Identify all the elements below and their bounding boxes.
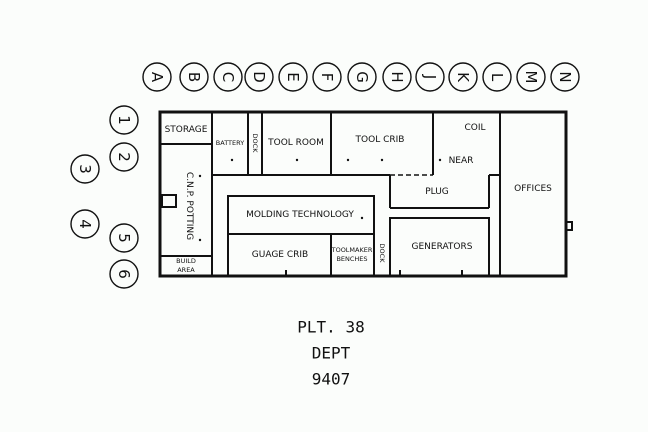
grid-bubble-l: L (482, 62, 512, 92)
room-storage: STORAGE (165, 125, 208, 135)
grid-bubble-2: 2 (109, 142, 139, 172)
room-build-line1: BUILD (176, 257, 196, 265)
grid-bubble-d: D (244, 62, 274, 92)
room-dots (198, 158, 442, 242)
grid-bubble-k: K (448, 62, 478, 92)
grid-bubble-6: 6 (109, 259, 139, 289)
building-outline (158, 110, 568, 278)
row-grid-bubbles: 1 2 3 4 5 6 (70, 105, 139, 289)
room-plug: PLUG (425, 187, 449, 197)
room-generators: GENERATORS (412, 242, 473, 252)
grid-label-1: 1 (115, 115, 133, 125)
room-guage-crib: GUAGE CRIB (252, 250, 308, 260)
grid-label-3: 3 (76, 164, 94, 174)
grid-bubble-c: C (213, 62, 243, 92)
grid-label-a: A (148, 72, 166, 83)
room-tool-room: TOOL ROOM (267, 138, 324, 148)
column-grid-bubbles: A B C D E F G H J K L M N (142, 62, 580, 92)
grid-bubble-f: F (312, 62, 342, 92)
room-dock-upper: DOCK (251, 134, 259, 154)
room-near: NEAR (449, 156, 474, 166)
grid-bubble-3: 3 (70, 154, 100, 184)
grid-bubble-m: M (516, 62, 546, 92)
grid-label-e: E (284, 72, 302, 81)
room-offices: OFFICES (514, 184, 552, 194)
grid-bubble-j: J (415, 62, 445, 92)
grid-label-6: 6 (115, 269, 133, 279)
grid-label-h: H (388, 71, 406, 82)
grid-label-d: D (250, 71, 268, 83)
room-molding-technology: MOLDING TECHNOLOGY (246, 210, 354, 220)
grid-label-l: L (488, 73, 506, 82)
grid-label-c: C (219, 72, 237, 82)
room-battery: BATTERY (216, 139, 244, 147)
grid-bubble-a: A (142, 62, 172, 92)
room-toolmaker-line2: BENCHES (336, 255, 367, 263)
grid-label-5: 5 (115, 233, 133, 243)
caption-dept-number: 9407 (312, 370, 351, 389)
plant-caption: PLT. 38 DEPT 9407 (297, 318, 364, 389)
grid-label-f: F (318, 73, 336, 82)
wall-generators (389, 217, 490, 277)
room-tool-crib: TOOL CRIB (355, 135, 405, 145)
grid-label-m: M (522, 71, 540, 84)
grid-bubble-4: 4 (70, 209, 100, 239)
room-cnp-potting: C.N.P. POTTING (184, 172, 194, 240)
grid-bubble-n: N (550, 62, 580, 92)
grid-label-n: N (556, 71, 574, 82)
grid-bubble-b: B (179, 62, 209, 92)
grid-label-k: K (454, 72, 472, 83)
grid-label-j: J (421, 74, 439, 79)
caption-plant: PLT. 38 (297, 318, 364, 337)
room-build-line2: AREA (177, 266, 195, 274)
offices-door (565, 221, 573, 231)
room-labels: STORAGE BATTERY DOCK TOOL ROOM TOOL CRIB… (165, 123, 553, 274)
room-toolmaker-line1: TOOLMAKER (331, 246, 373, 254)
grid-bubble-g: G (347, 62, 377, 92)
caption-dept-label: DEPT (312, 344, 351, 363)
grid-label-2: 2 (115, 152, 133, 162)
grid-bubble-1: 1 (109, 105, 139, 135)
grid-bubble-h: H (382, 62, 412, 92)
room-dock-lower: DOCK (378, 244, 386, 264)
wall-molding (227, 195, 375, 235)
grid-bubble-e: E (278, 62, 308, 92)
room-coil: COIL (464, 123, 485, 133)
potting-box (161, 194, 177, 208)
grid-bubble-5: 5 (109, 223, 139, 253)
grid-label-g: G (353, 71, 371, 83)
grid-label-4: 4 (76, 219, 94, 229)
building-walls (158, 110, 573, 278)
grid-label-b: B (185, 72, 203, 82)
